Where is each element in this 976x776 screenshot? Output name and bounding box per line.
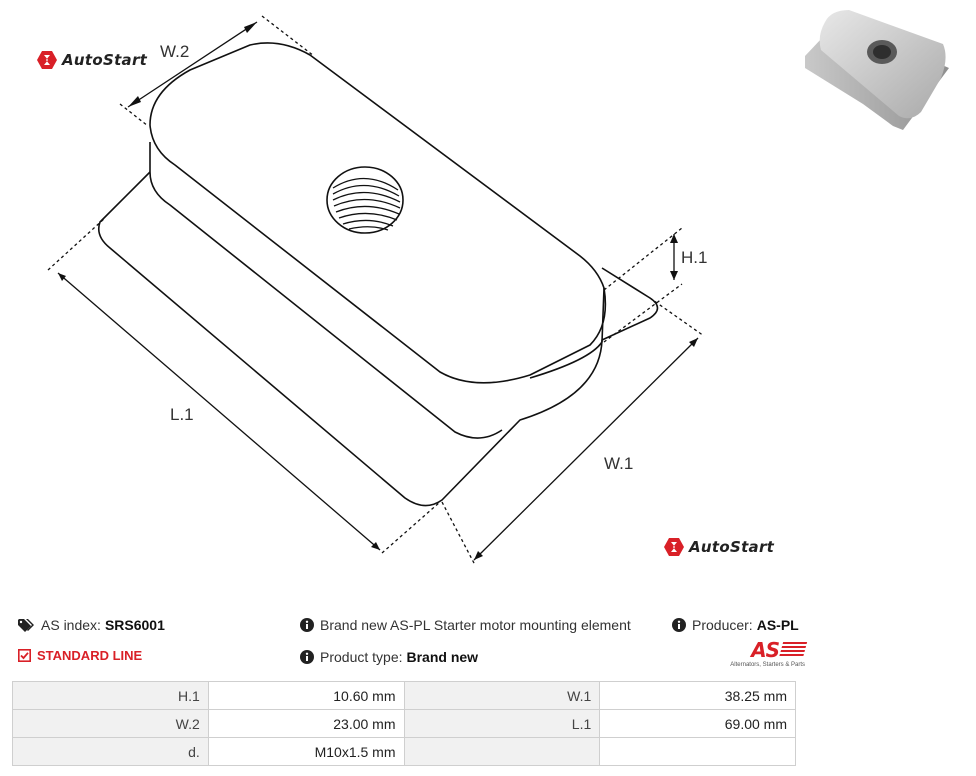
spec-value: 23.00 mm [207, 709, 405, 738]
dimension-label-l1: L.1 [170, 405, 194, 424]
table-row: d. M10x1.5 mm [12, 737, 796, 766]
tags-icon [18, 618, 34, 632]
info-circle-icon [300, 618, 314, 632]
info-circle-icon [672, 618, 686, 632]
autostart-logo-top: AutoStart [36, 50, 147, 70]
description-text: Brand new AS-PL Starter motor mounting e… [320, 617, 631, 633]
block-top-face [149, 42, 607, 384]
spec-key: W.1 [403, 681, 601, 710]
dimension-label-w2: W.2 [160, 42, 190, 61]
autostart-emblem-icon [664, 538, 684, 556]
table-row: W.2 23.00 mm L.1 69.00 mm [12, 709, 796, 738]
dimension-label-w1: W.1 [604, 454, 634, 473]
spec-key: H.1 [12, 681, 209, 710]
spec-value: 10.60 mm [207, 681, 405, 710]
producer-value: AS-PL [756, 617, 799, 633]
as-pl-brand-tagline: Alternators, Starters & Parts [730, 662, 805, 668]
spec-key: d. [12, 737, 209, 766]
block-lower-edge [149, 142, 503, 439]
dimension-label-h1: H.1 [681, 248, 708, 267]
as-pl-brand-mark: AS [751, 638, 780, 662]
as-index: AS index: SRS6001 [18, 617, 165, 633]
autostart-emblem-icon [37, 51, 57, 69]
as-index-label: AS index: [41, 617, 101, 633]
spec-key [403, 737, 601, 766]
specs-table: H.1 10.60 mm W.1 38.25 mm W.2 23.00 mm L… [12, 681, 796, 766]
spec-value [599, 737, 796, 766]
standard-line-label: STANDARD LINE [37, 648, 143, 663]
product-description: Brand new AS-PL Starter motor mounting e… [300, 617, 631, 633]
block-right-face [529, 287, 605, 379]
product-type-label: Product type: [320, 649, 403, 665]
autostart-logo-bottom: AutoStart [663, 537, 774, 557]
as-pl-brand-logo: AS Alternators, Starters & Parts [713, 638, 808, 672]
as-pl-stripes-icon [778, 642, 808, 658]
table-row: H.1 10.60 mm W.1 38.25 mm [12, 681, 796, 710]
technical-drawing [47, 15, 705, 566]
spec-value: M10x1.5 mm [207, 737, 405, 766]
autostart-logo-text: AutoStart [689, 538, 775, 556]
spec-value: 38.25 mm [599, 681, 796, 710]
info-circle-icon [300, 650, 314, 664]
threaded-hole [326, 166, 404, 234]
autostart-logo-text: AutoStart [62, 51, 148, 69]
check-square-icon [18, 649, 31, 662]
product-type: Product type: Brand new [300, 649, 478, 665]
producer: Producer: AS-PL [672, 617, 799, 633]
product-photo [805, 10, 949, 130]
as-index-value: SRS6001 [104, 617, 165, 633]
standard-line-badge: STANDARD LINE [18, 648, 142, 663]
producer-label: Producer: [692, 617, 753, 633]
base-flange-outline [97, 171, 659, 507]
spec-key: W.2 [12, 709, 209, 738]
spec-key: L.1 [403, 709, 601, 738]
product-type-value: Brand new [406, 649, 479, 665]
spec-value: 69.00 mm [599, 709, 796, 738]
